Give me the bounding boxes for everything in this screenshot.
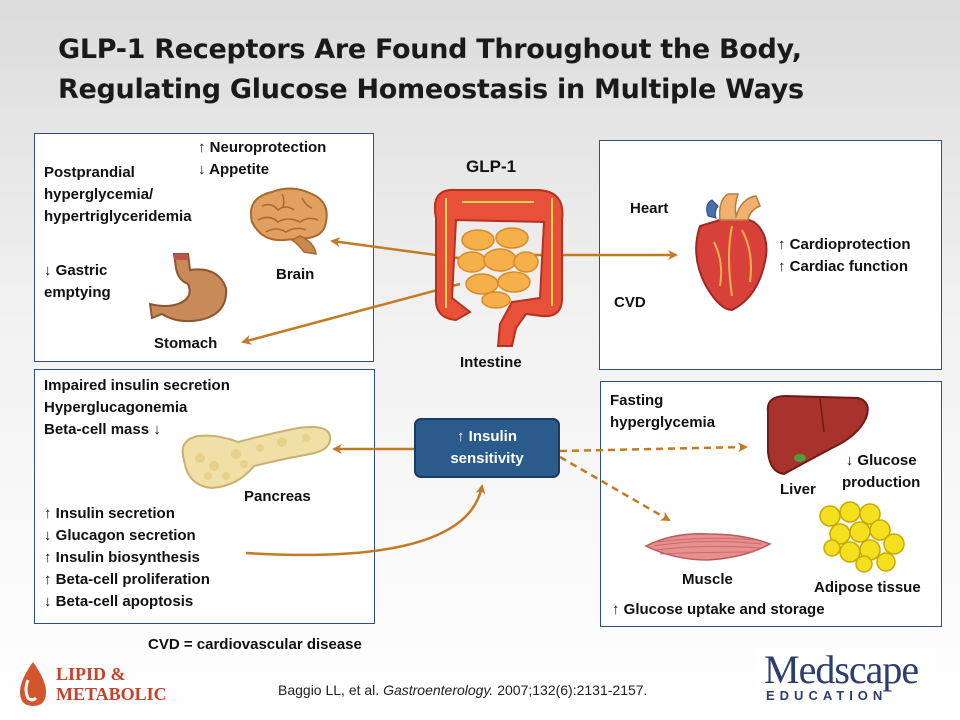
stomach-icon <box>148 253 228 323</box>
muscle-label: Muscle <box>682 571 733 588</box>
pancreas-effects: ↑ Insulin secretion ↓ Glucagon secretion… <box>44 503 210 613</box>
citation: Baggio LL, et al. Gastroenterology. 2007… <box>278 682 647 698</box>
adipose-icon <box>819 501 905 573</box>
brain-effect: ↑ Neuroprotection <box>198 139 327 156</box>
logo-line-1: LIPID & <box>56 664 126 684</box>
intestine-icon <box>434 188 564 347</box>
heart-label: Heart <box>630 200 669 217</box>
gastric-line: emptying <box>44 284 111 301</box>
gastric-emptying: ↓ Gastric emptying <box>44 260 111 304</box>
pancreas-effect: ↑ Insulin secretion <box>44 505 175 522</box>
liver-label: Liver <box>780 481 816 498</box>
pancreas-icon <box>181 426 332 490</box>
pancreas-effect: ↑ Beta-cell proliferation <box>44 571 210 588</box>
citation-details: 2007;132(6):2131-2157. <box>493 682 648 698</box>
gastric-line: ↓ Gastric <box>44 262 108 279</box>
liver-effect-line: production <box>842 474 921 491</box>
heart-effects: ↑ Cardioprotection ↑ Cardiac function <box>778 234 911 278</box>
condition-line: Postprandial <box>44 164 135 181</box>
medscape-wordmark: Medscape <box>764 647 919 692</box>
brain-label: Brain <box>276 266 315 283</box>
pancreas-effect: ↓ Glucagon secretion <box>44 527 196 544</box>
education-wordmark: EDUCATION <box>766 688 888 703</box>
heart-effect: ↑ Cardioprotection <box>778 236 911 253</box>
pancreas-effect: ↑ Insulin biosynthesis <box>44 549 200 566</box>
postprandial-condition: Postprandial hyperglycemia/ hypertriglyc… <box>44 162 192 228</box>
brain-effect: ↓ Appetite <box>198 161 270 178</box>
condition-line: hyperglycemia <box>610 414 716 431</box>
insulin-line-1: ↑ Insulin <box>457 428 517 445</box>
condition-line: hyperglycemia/ <box>44 186 154 203</box>
fasting-condition: Fasting hyperglycemia <box>610 390 715 434</box>
pancreas-conditions: Impaired insulin secretion Hyperglucagon… <box>44 375 230 441</box>
condition-line: Hyperglucagonemia <box>44 399 188 416</box>
liver-icon <box>766 394 869 476</box>
heart-effect: ↑ Cardiac function <box>778 258 909 275</box>
muscle-icon <box>644 533 772 561</box>
slide-title: GLP-1 Receptors Are Found Throughout the… <box>58 30 918 110</box>
condition-line: Fasting <box>610 392 664 409</box>
condition-line: Beta-cell mass ↓ <box>44 421 161 438</box>
citation-authors: Baggio LL, et al. <box>278 682 384 698</box>
brain-effects: ↑ Neuroprotection ↓ Appetite <box>198 137 326 181</box>
cvd-footnote: CVD = cardiovascular disease <box>148 636 362 653</box>
stomach-label: Stomach <box>154 335 218 352</box>
brain-icon <box>250 187 328 255</box>
glucose-uptake-label: ↑ Glucose uptake and storage <box>612 601 825 618</box>
liver-effect: ↓ Glucose production <box>842 450 920 494</box>
glp1-label: GLP-1 <box>466 157 517 176</box>
insulin-sensitivity-box: ↑ Insulin sensitivity <box>414 418 560 478</box>
pancreas-effect: ↓ Beta-cell apoptosis <box>44 593 194 610</box>
condition-line: hypertriglyceridemia <box>44 208 192 225</box>
citation-journal: Gastroenterology. <box>383 682 494 698</box>
drop-logo-icon <box>20 662 46 706</box>
heart-icon <box>695 193 768 312</box>
insulin-line-2: sensitivity <box>450 450 524 467</box>
condition-line: Impaired insulin secretion <box>44 377 230 394</box>
title-line-2: Regulating Glucose Homeostasis in Multip… <box>58 74 804 105</box>
logo-line-2: METABOLIC <box>56 684 167 704</box>
lipid-metabolic-logo: LIPID & METABOLIC <box>14 660 214 710</box>
title-line-1: GLP-1 Receptors Are Found Throughout the… <box>58 34 802 65</box>
pancreas-label: Pancreas <box>244 488 311 505</box>
cvd-label: CVD <box>614 294 646 311</box>
liver-effect-line: ↓ Glucose <box>845 452 917 469</box>
medscape-education-logo: Medscape EDUCATION <box>756 648 936 708</box>
intestine-label: Intestine <box>460 354 522 371</box>
adipose-label: Adipose tissue <box>814 579 921 596</box>
